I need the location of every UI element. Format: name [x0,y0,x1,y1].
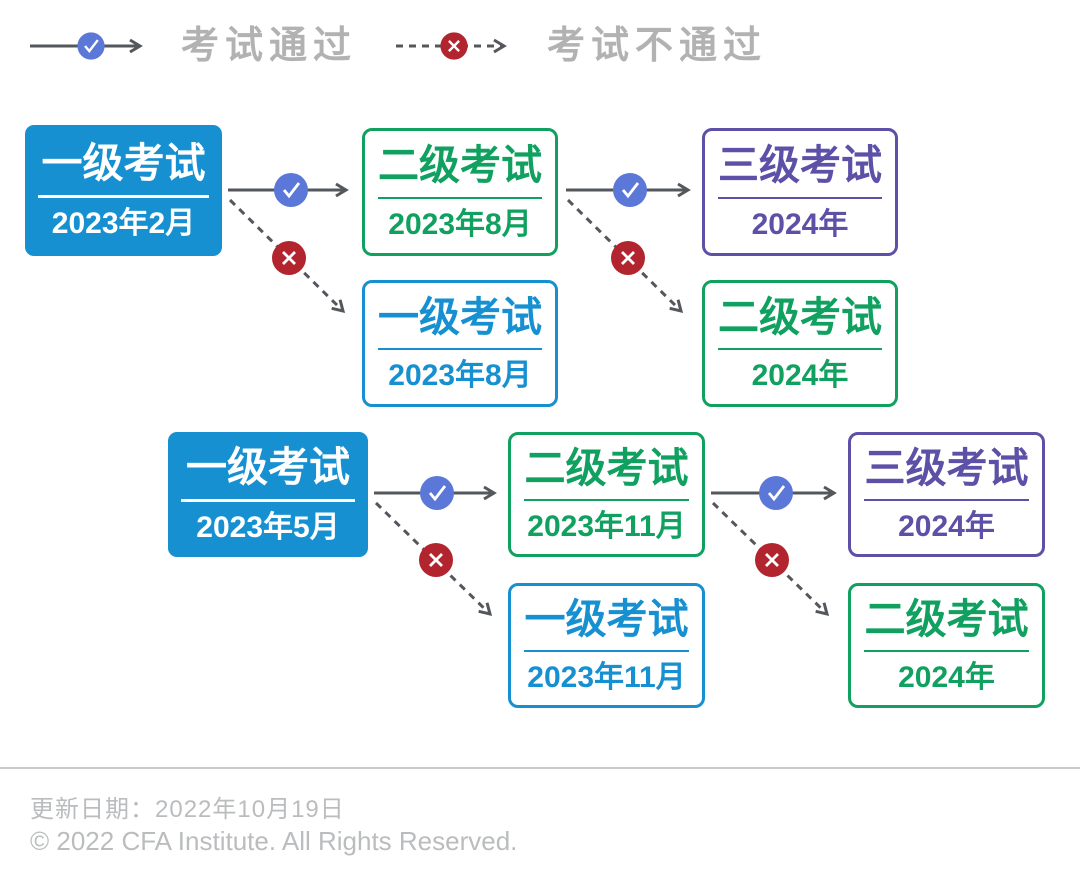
node-divider [864,650,1029,653]
exam-node-title: 一级考试 [524,595,689,642]
fail-icon [755,543,789,577]
exam-node-date: 2023年8月 [388,207,532,241]
pass-icon [759,476,793,510]
node-divider [378,348,542,351]
fail-arrow [566,198,684,314]
exam-node-date: 2024年 [751,359,849,393]
exam-node-title: 一级考试 [378,293,542,340]
exam-node-level1-may2023: 一级考试 2023年5月 [168,432,368,557]
fail-arrow [711,501,830,617]
exam-node-title: 二级考试 [864,595,1029,642]
exam-node-level2-2024-b: 二级考试 2024年 [848,583,1045,708]
exam-node-level2-2024-a: 二级考试 2024年 [702,280,898,407]
exam-node-date: 2024年 [751,207,849,241]
fail-icon [440,32,468,60]
node-divider [524,650,689,653]
exam-node-date: 2024年 [898,661,995,695]
exam-node-level1-nov2023: 一级考试 2023年11月 [508,583,705,708]
exam-node-date: 2023年11月 [527,510,686,544]
node-divider [38,194,209,198]
exam-node-date: 2024年 [898,510,995,544]
exam-node-date: 2023年8月 [388,359,532,393]
footer-updated-date: 更新日期：2022年10月19日 [30,796,345,823]
exam-node-title: 一级考试 [186,444,350,491]
exam-node-title: 二级考试 [718,293,882,340]
exam-node-title: 三级考试 [864,444,1029,491]
node-divider [718,196,882,199]
pass-icon [613,173,647,207]
exam-node-title: 一级考试 [41,140,206,187]
fail-arrow [228,198,346,314]
node-divider [864,499,1029,502]
exam-node-level1-aug2023: 一级考试 2023年8月 [362,280,558,407]
exam-node-title: 三级考试 [718,142,882,189]
fail-icon [419,543,453,577]
pass-icon [274,173,308,207]
exam-node-date: 2023年2月 [51,206,196,240]
exam-node-level2-nov2023: 二级考试 2023年11月 [508,432,705,557]
exam-node-level2-aug2023: 二级考试 2023年8月 [362,128,558,256]
legend-fail-label: 考试不通过 [547,25,768,67]
fail-icon [272,241,306,275]
node-divider [524,499,689,502]
fail-icon [611,241,645,275]
exam-node-level3-2024-a: 三级考试 2024年 [702,128,898,256]
footer-divider [0,767,1080,769]
node-divider [378,196,542,199]
exam-node-date: 2023年5月 [196,510,340,544]
legend-pass-label: 考试通过 [181,25,358,67]
pass-icon [420,476,454,510]
exam-node-date: 2023年11月 [527,661,686,695]
exam-node-level3-2024-b: 三级考试 2024年 [848,432,1045,557]
fail-arrow [374,501,493,617]
footer-copyright: © 2022 CFA Institute. All Rights Reserve… [30,826,518,856]
exam-node-level1-feb2023: 一级考试 2023年2月 [25,125,222,256]
node-divider [718,348,882,351]
pass-icon [77,32,105,60]
exam-node-title: 二级考试 [524,444,689,491]
node-divider [181,498,355,502]
exam-node-title: 二级考试 [378,142,542,189]
